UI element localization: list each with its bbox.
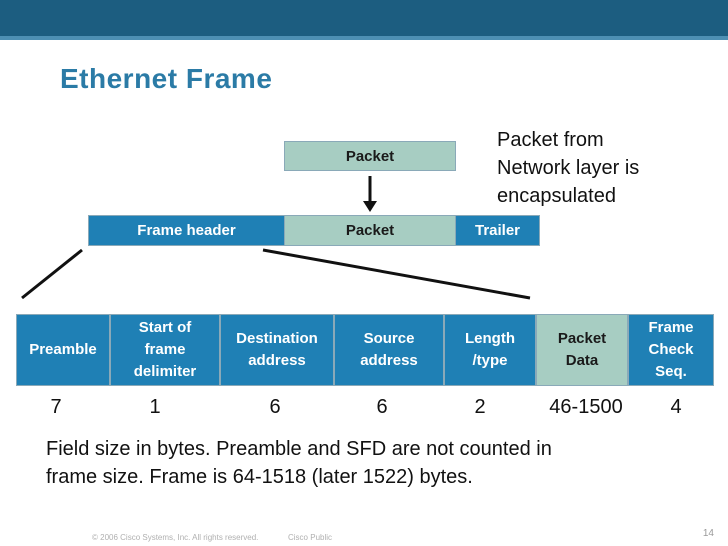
field-source-line-1: Source <box>363 330 415 347</box>
note-line-2: Network layer is <box>497 157 640 179</box>
field-source: Source address <box>334 314 444 386</box>
footer-copyright: © 2006 Cisco Systems, Inc. All rights re… <box>92 533 259 542</box>
field-sfd: Start of frame delimiter <box>110 314 220 386</box>
header-bar <box>0 0 728 36</box>
size-fcs: 4 <box>670 396 682 418</box>
size-packet-data: 46-1500 <box>549 396 623 418</box>
field-packet-data-line-1: Packet <box>557 330 607 347</box>
field-fcs-line-2: Check <box>648 341 694 358</box>
field-sfd-line-3: delimiter <box>133 363 197 380</box>
field-destination: Destination address <box>220 314 334 386</box>
field-length-type: Length /type <box>444 314 536 386</box>
size-length-type: 2 <box>474 396 486 418</box>
field-sfd-line-2: frame <box>144 341 186 358</box>
packet-box: Packet <box>284 141 456 171</box>
field-length-line-2: /type <box>472 352 508 369</box>
field-preamble: Preamble <box>16 314 110 386</box>
caption: Field size in bytes. Preamble and SFD ar… <box>46 435 686 491</box>
left-expand-line <box>21 248 83 300</box>
header-accent-line <box>0 36 728 40</box>
caption-line-1: Field size in bytes. Preamble and SFD ar… <box>46 438 552 460</box>
field-preamble-line-1: Preamble <box>29 341 97 358</box>
frame-packet-box: Packet <box>284 215 456 246</box>
size-preamble: 7 <box>50 396 62 418</box>
field-packet-data-line-2: Data <box>565 352 599 369</box>
field-destination-line-1: Destination <box>236 330 318 347</box>
frame-header-box: Frame header <box>88 215 285 246</box>
size-sfd: 1 <box>149 396 161 418</box>
encapsulation-note: Packet from Network layer is encapsulate… <box>497 126 639 210</box>
trailer-label: Trailer <box>474 222 521 239</box>
field-destination-line-2: address <box>248 352 306 369</box>
footer-classification: Cisco Public <box>288 533 333 542</box>
field-fcs-line-1: Frame <box>648 319 694 336</box>
field-source-line-2: address <box>360 352 418 369</box>
right-expand-line <box>262 248 531 300</box>
page-number: 14 <box>702 528 714 539</box>
field-packet-data: Packet Data <box>536 314 628 386</box>
slide-title: Ethernet Frame <box>60 63 273 94</box>
trailer-box: Trailer <box>455 215 540 246</box>
note-line-3: encapsulated <box>497 185 616 207</box>
size-destination: 6 <box>269 396 281 418</box>
field-fcs: Frame Check Seq. <box>628 314 714 386</box>
arrow-down-icon <box>363 201 377 212</box>
field-sfd-line-1: Start of <box>138 319 192 336</box>
frame-packet-label: Packet <box>345 222 395 239</box>
caption-line-2: frame size. Frame is 64-1518 (later 1522… <box>46 466 473 488</box>
packet-label: Packet <box>345 147 395 165</box>
note-line-1: Packet from <box>497 129 604 151</box>
frame-header-label: Frame header <box>137 222 236 239</box>
field-fcs-line-3: Seq. <box>655 363 687 380</box>
size-source: 6 <box>376 396 388 418</box>
field-length-line-1: Length <box>465 330 515 347</box>
